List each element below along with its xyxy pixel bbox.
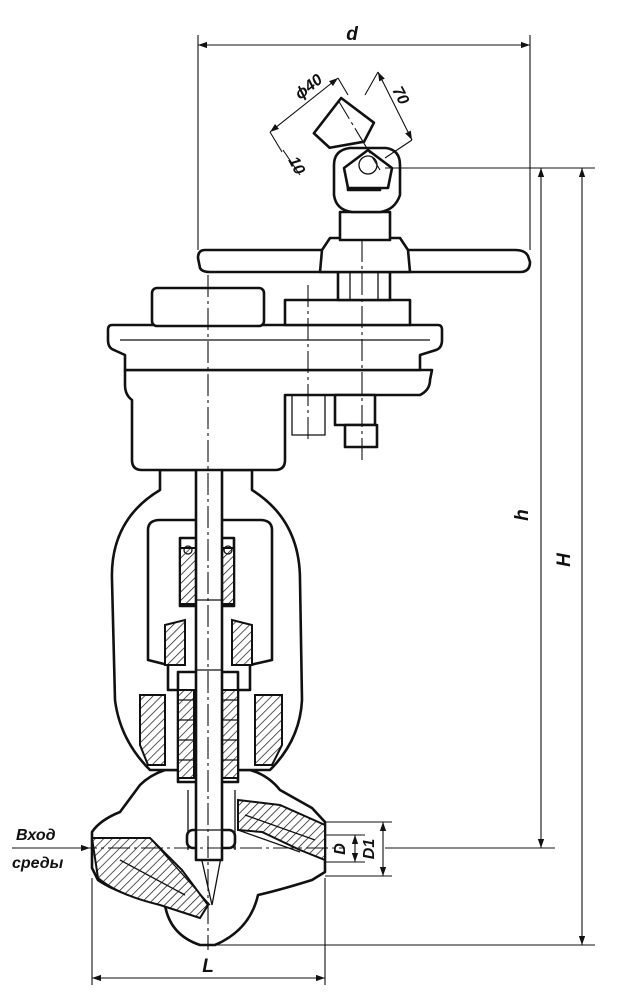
stem bbox=[194, 438, 224, 862]
labels: d ϕ40 70 10 h H D D1 L Вход среды bbox=[12, 24, 575, 977]
label-D1: D1 bbox=[361, 839, 378, 860]
dimensions bbox=[12, 35, 595, 985]
label-d: d bbox=[346, 24, 358, 45]
label-inlet-line1: Вход bbox=[16, 827, 56, 844]
label-h: h bbox=[512, 509, 533, 521]
centerlines bbox=[75, 99, 381, 950]
label-inlet-line2: среды bbox=[12, 855, 64, 872]
label-D: D bbox=[332, 843, 349, 855]
label-70: 70 bbox=[388, 84, 411, 108]
label-L: L bbox=[202, 956, 214, 977]
label-H: H bbox=[554, 552, 575, 567]
label-phi40: ϕ40 bbox=[292, 71, 326, 103]
handwheel bbox=[196, 96, 532, 274]
gearbox bbox=[106, 268, 444, 472]
label-10: 10 bbox=[284, 154, 307, 178]
